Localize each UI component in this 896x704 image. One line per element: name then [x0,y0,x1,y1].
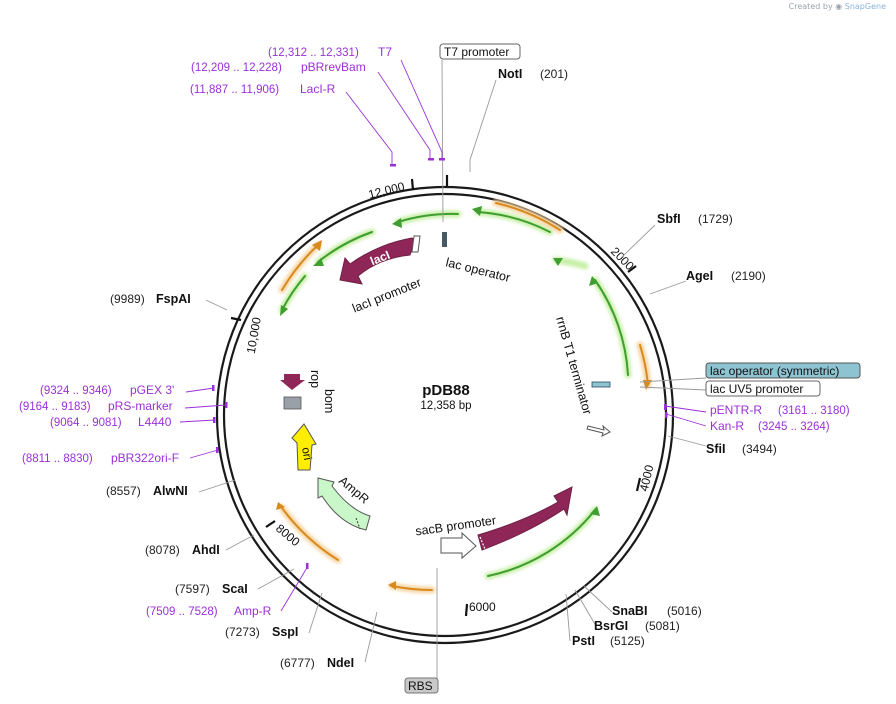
primer-name-prs-marker[interactable]: pRS-marker [108,399,173,413]
sacb-promoter-arrow [440,531,477,560]
enzyme-name-agei[interactable]: AgeI [686,269,713,283]
laci-arrow [339,237,416,285]
t7-promoter-box[interactable] [439,43,521,60]
lac-operator-symmetric-label: lac operator (symmetric) [710,364,839,378]
tick-marks [230,175,642,617]
enzyme-pos-scai: (7597) [175,582,210,596]
enzyme-pos-psti: (5125) [610,634,645,648]
backbone-inner [222,192,668,638]
primer-pos-pentr-r: (3161 .. 3180) [778,405,850,417]
enzyme-name-fspai[interactable]: FspAI [156,292,191,306]
sacb-promoter-dash [479,536,486,550]
enzyme-name-sfii[interactable]: SfiI [706,442,725,456]
primer-markers [212,158,668,569]
enzyme-leader-lines [198,59,707,680]
enzyme-name-ahdi[interactable]: AhdI [192,543,220,557]
lac-operator-symmetric-box[interactable] [705,362,861,379]
enzyme-labels: NotI (201) SbfI (1729) AgeI (2190) SfiI … [106,67,777,670]
rrnb-terminator-label: rrnB T1 terminator [553,315,594,416]
enzyme-pos-ahdi: (8078) [145,543,180,557]
lac-operator-block [442,232,447,247]
ampr-arrow [317,477,371,531]
tick-label-10000: 10,000 [244,316,264,355]
lacuv5-promoter-label: lac UV5 promoter [710,382,803,396]
enzyme-name-scai[interactable]: ScaI [222,582,248,596]
primer-name-kan-r[interactable]: Kan-R [710,419,744,433]
enzyme-pos-sfii: (3494) [742,442,777,456]
enzyme-pos-bsrgi: (5081) [645,619,680,633]
enzyme-pos-sbfi: (1729) [698,212,733,226]
enzyme-name-sspi[interactable]: SspI [272,625,298,639]
laci-label: lacI [368,248,392,268]
backbone-outer [215,185,675,645]
primer-leader-lines [179,59,707,612]
enzyme-name-snabi[interactable]: SnaBI [612,604,647,618]
primer-name-pgex3[interactable]: pGEX 3' [130,383,174,397]
credit-brand: SnapGene [844,2,886,11]
t7-promoter-label: T7 promoter [444,45,509,59]
snapgene-logo-icon: ◉ [835,2,843,11]
primer-pos-amp-r: (7509 .. 7528) [146,606,218,618]
enzyme-name-noti[interactable]: NotI [498,67,522,81]
enzyme-name-sbfi[interactable]: SbfI [657,212,681,226]
plasmid-length: 12,358 bp [420,400,471,412]
enzyme-name-bsrgi[interactable]: BsrGI [594,619,628,633]
sacb-label: SacB [529,478,560,507]
rop-label: rop [308,370,322,388]
enzyme-pos-snabi: (5016) [667,604,702,618]
tick-label-4000: 4000 [637,463,657,492]
ori-arrow [291,423,317,471]
primer-pos-laci-r: (11,887 .. 11,906) [190,84,279,96]
bom-block [283,396,302,410]
orange-feature-arrows [276,199,652,594]
ampr-promoter-dash [355,517,361,530]
primer-name-laci-r[interactable]: LacI-R [300,82,336,96]
primer-name-pbr322ori-f[interactable]: pBR322ori-F [111,451,179,465]
sacb-arrow [477,486,573,551]
rbs-box[interactable] [404,677,439,694]
enzyme-pos-sspi: (7273) [225,625,260,639]
enzyme-pos-fspai: (9989) [110,292,145,306]
laci-promoter-label: lacI promoter [350,275,423,315]
enzyme-pos-agei: (2190) [731,269,766,283]
enzyme-name-alwni[interactable]: AlwNI [153,484,188,498]
primer-pos-pbrrevbam: (12,209 .. 12,228) [191,62,282,74]
snapgene-credit: Created by ◉ SnapGene [789,2,886,11]
credit-prefix: Created by [788,2,833,11]
lacuv5-promoter-box[interactable] [705,380,821,397]
rbs-label: RBS [408,679,433,693]
enzyme-name-ndei[interactable]: NdeI [327,656,354,670]
primer-pos-prs-marker: (9164 .. 9183) [19,401,91,413]
green-feature-arrows [278,206,632,580]
lacuv5-promoter-arrow [586,424,611,437]
lac-operator-symmetric-block [591,381,611,388]
ori-label: ori [299,446,313,461]
primer-pos-t7: (12,312 .. 12,331) [268,47,359,59]
enzyme-pos-ndei: (6777) [280,656,315,670]
tick-label-6000: 6000 [469,600,496,614]
primer-pos-pbr322ori-f: (8811 .. 8830) [22,453,93,465]
plasmid-name: pDB88 [422,382,470,399]
primer-name-pentr-r[interactable]: pENTR-R [710,403,762,417]
lac-operator-label: lac operator [444,255,511,285]
enzyme-name-psti[interactable]: PstI [572,634,595,648]
primer-pos-kan-r: (3245 .. 3264) [758,421,830,433]
primer-labels: (12,312 .. 12,331) T7 (12,209 .. 12,228)… [19,45,850,618]
primer-pos-pgex3: (9324 .. 9346) [40,385,112,397]
rop-arrow [280,374,305,390]
bom-label: bom [322,389,336,413]
primer-name-t7[interactable]: T7 [378,45,392,59]
primer-name-l4440[interactable]: L4440 [138,415,172,429]
primer-name-amp-r[interactable]: Amp-R [234,604,272,618]
enzyme-pos-alwni: (8557) [106,484,141,498]
enzyme-pos-noti: (201) [540,67,568,81]
primer-pos-l4440: (9064 .. 9081) [50,417,122,429]
primer-name-pbrrevbam[interactable]: pBRrevBam [301,60,366,74]
laci-promoter-arrow [411,235,421,253]
